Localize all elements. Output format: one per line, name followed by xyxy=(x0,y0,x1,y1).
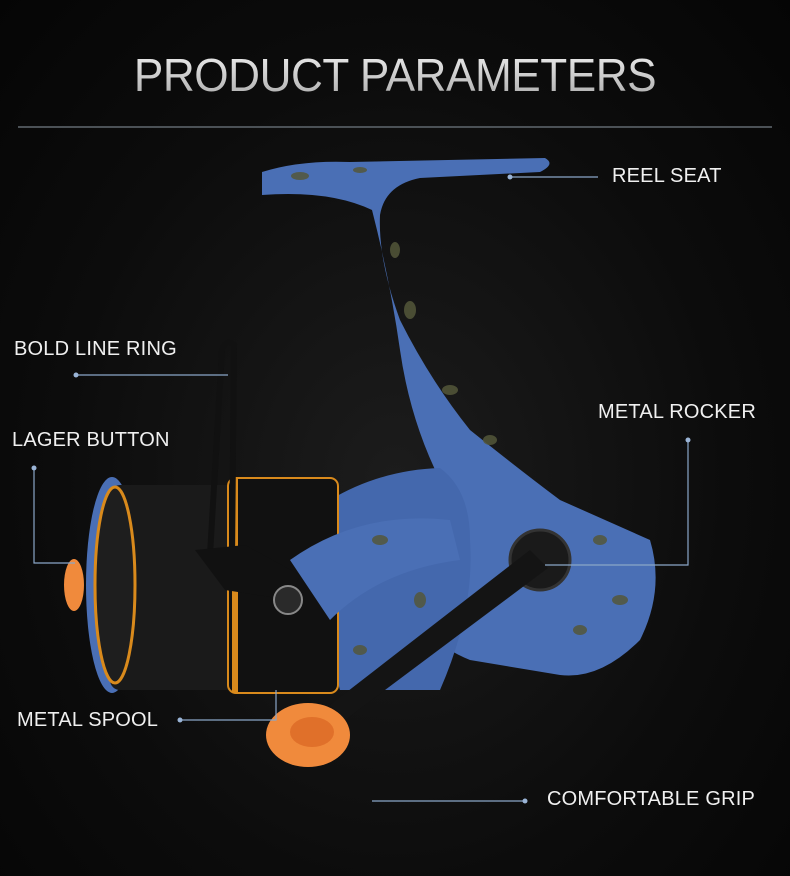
page-title: PRODUCT PARAMETERS xyxy=(16,48,774,102)
callout-bold-line-ring: BOLD LINE RING xyxy=(14,338,177,360)
leader-lines xyxy=(33,176,689,802)
callout-reel-seat: REEL SEAT xyxy=(612,165,722,187)
reel-image xyxy=(64,158,656,767)
callout-metal-spool: METAL SPOOL xyxy=(17,709,159,731)
callout-comfortable-grip: COMFORTABLE GRIP xyxy=(547,788,756,810)
callout-lager-button: LAGER BUTTON xyxy=(12,429,170,451)
title-divider xyxy=(18,126,772,128)
leader-dots xyxy=(31,174,691,804)
callout-metal-rocker: METAL ROCKER xyxy=(598,401,756,423)
